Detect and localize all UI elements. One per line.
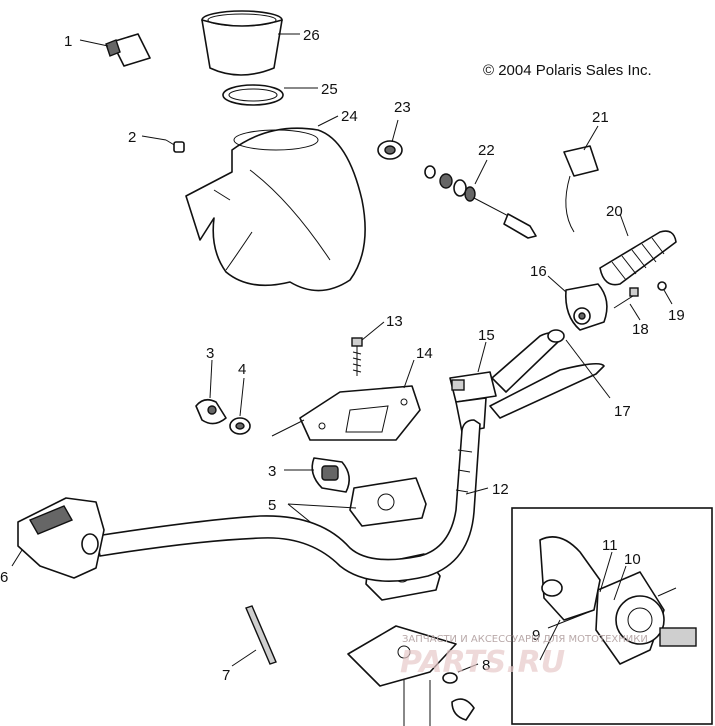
callout-7: 7 (222, 667, 230, 684)
part-22-switch-cable (424, 165, 537, 239)
part-7-cable-tie (245, 605, 277, 665)
callout-18: 18 (632, 321, 649, 338)
callout-16: 16 (530, 263, 547, 280)
callout-3-upper: 3 (206, 345, 214, 362)
callout-11: 11 (602, 537, 618, 554)
watermark-logo: PARTS.RU (400, 645, 565, 680)
part-26-headlight-sleeve (201, 10, 283, 76)
callout-23: 23 (394, 99, 411, 116)
part-20-grip (599, 230, 677, 286)
part-1-label (105, 33, 151, 67)
mount-plate (347, 625, 457, 726)
part-5-clamp-upper (349, 477, 427, 527)
part-18-screw (613, 287, 639, 309)
part-8-nut (442, 672, 475, 721)
callout-2: 2 (128, 129, 136, 146)
brake-lever (489, 332, 605, 419)
part-25-ring (222, 84, 284, 106)
callout-5: 5 (268, 497, 276, 514)
callout-17: 17 (614, 403, 631, 420)
part-13-bolt (351, 337, 363, 376)
callout-21: 21 (592, 109, 609, 126)
callout-24: 24 (341, 108, 358, 125)
part-14-bracket-plate (271, 385, 421, 441)
callout-25: 25 (321, 81, 338, 98)
callout-8: 8 (482, 657, 490, 674)
callout-12: 12 (492, 481, 509, 498)
part-21-connector (563, 145, 599, 233)
callout-26: 26 (303, 27, 320, 44)
part-12-handlebar (95, 419, 481, 582)
callout-15: 15 (478, 327, 495, 344)
watermark-text: ЗАПЧАСТИ И АКСЕССУАРЫ ДЛЯ МОТОТЕХНИКИ (402, 634, 648, 645)
callout-14: 14 (416, 345, 433, 362)
callout-10: 10 (624, 551, 641, 568)
copyright-text: © 2004 Polaris Sales Inc. (483, 62, 652, 79)
callout-9: 9 (532, 627, 540, 644)
part-23-grommet (377, 140, 403, 160)
part-16-throttle-housing (564, 283, 608, 331)
callout-1: 1 (64, 33, 72, 50)
callout-22: 22 (478, 142, 495, 159)
part-17-sleeve (547, 329, 565, 343)
part-2-screw (165, 139, 185, 153)
part-19-nut (657, 281, 667, 291)
part-3-ignition-switch (311, 457, 350, 493)
callout-3-lower: 3 (268, 463, 276, 480)
callout-20: 20 (606, 203, 623, 220)
callout-6: 6 (0, 569, 8, 586)
detail-inset (511, 507, 713, 725)
part-24-headlight-pod (185, 127, 366, 292)
part-4-washer (229, 417, 251, 435)
part-6-left-switch (17, 497, 105, 579)
callout-19: 19 (668, 307, 685, 324)
part-3-clip-upper (195, 398, 227, 425)
callout-13: 13 (386, 313, 403, 330)
callout-4: 4 (238, 361, 246, 378)
